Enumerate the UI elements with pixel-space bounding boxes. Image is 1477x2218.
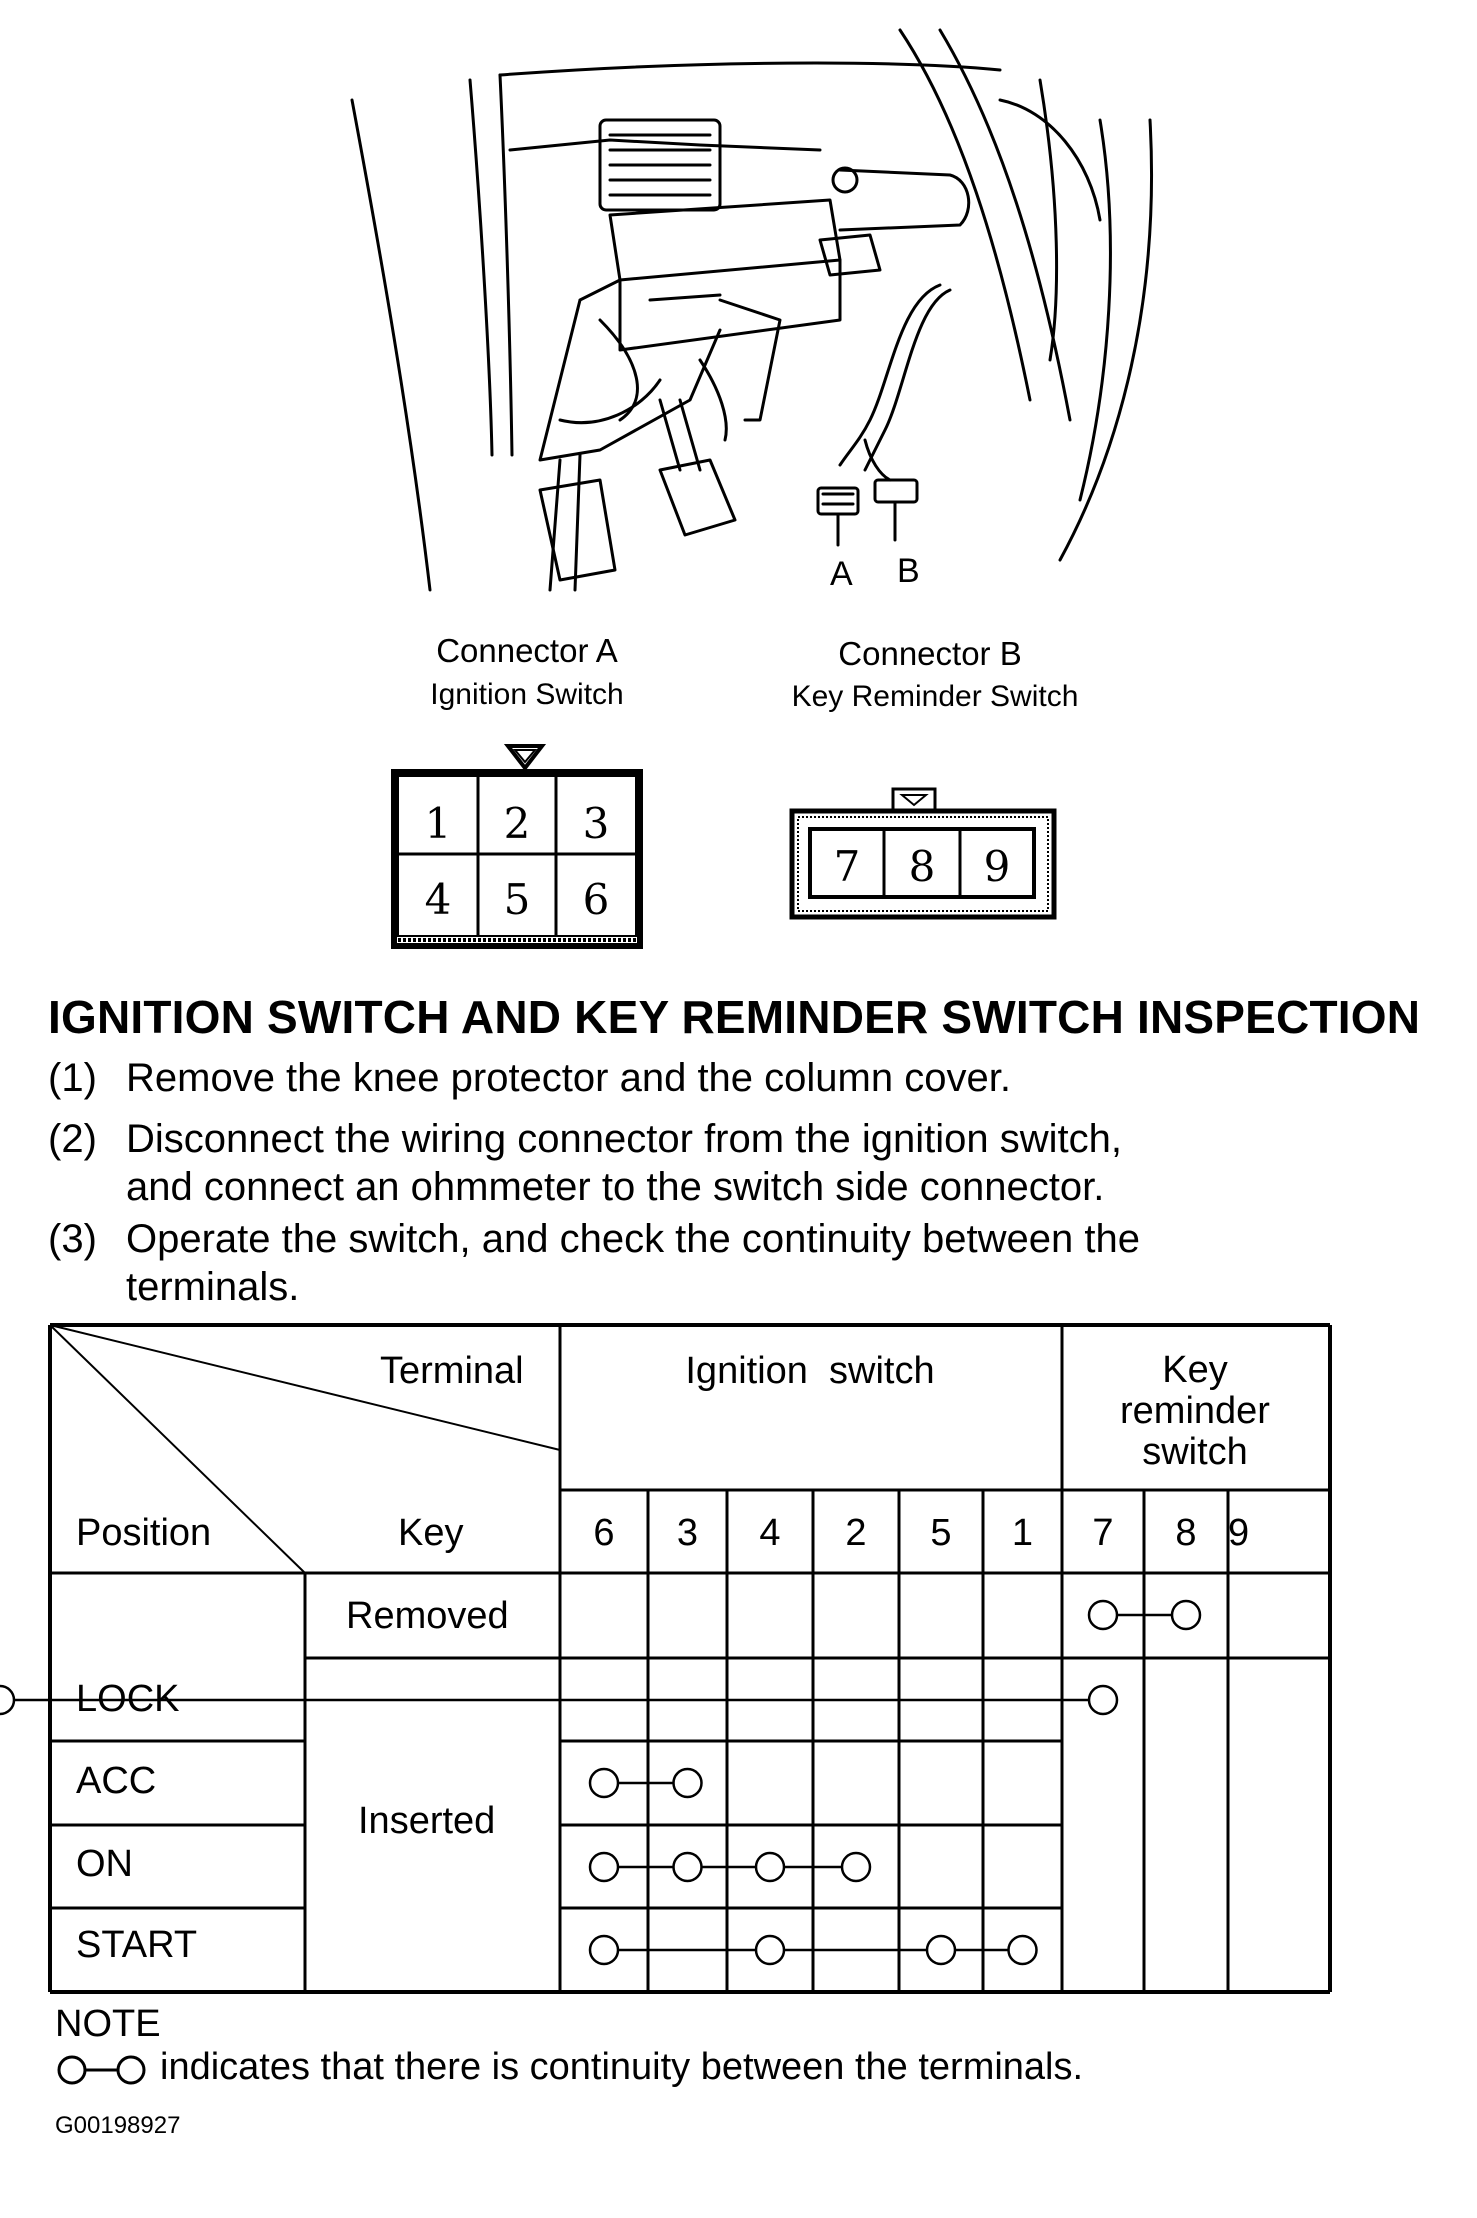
key-inserted-label: Inserted	[358, 1800, 496, 1842]
step-3: (3) Operate the switch, and check the con…	[48, 1215, 1140, 1311]
group-key-reminder-line: Key	[1162, 1349, 1228, 1391]
key-removed-label: Removed	[346, 1595, 509, 1637]
continuity-terminal-marker	[672, 1851, 703, 1883]
position-acc: ACC	[76, 1760, 157, 1802]
terminal-header-8: 8	[1175, 1512, 1197, 1554]
pin-8: 8	[909, 842, 936, 891]
continuity-terminal-marker	[672, 1767, 703, 1799]
group-key-reminder-line: reminder	[1120, 1390, 1270, 1432]
position-on: ON	[76, 1843, 133, 1885]
figure-code: G00198927	[55, 2112, 181, 2139]
continuity-terminal-marker	[925, 1934, 957, 1966]
callout-b: B	[897, 552, 920, 590]
connector-b-subtitle: Key Reminder Switch	[791, 680, 1079, 713]
step-2: (2) Disconnect the wiring connector from …	[48, 1115, 1122, 1211]
continuity-terminal-marker	[1087, 1684, 1119, 1716]
terminal-header-5: 5	[930, 1512, 952, 1554]
terminal-header-9: 9	[1228, 1512, 1250, 1554]
group-key-reminder-switch: Key reminder switch	[1062, 1350, 1328, 1473]
pin-9: 9	[984, 842, 1011, 891]
terminal-header-3: 3	[676, 1512, 699, 1554]
step-text: terminals.	[126, 1265, 300, 1309]
step-text: Operate the switch, and check the contin…	[126, 1217, 1140, 1261]
continuity-terminal-marker	[1170, 1599, 1202, 1631]
pin-6: 6	[583, 875, 610, 924]
continuity-terminal-marker	[754, 1851, 786, 1883]
connector-b-title: Connector B	[838, 635, 1022, 672]
pin-5: 5	[504, 875, 531, 924]
continuity-terminal-marker	[588, 1851, 620, 1883]
connector-b-diagram: 7 8 9	[789, 787, 1057, 920]
corner-position-label: Position	[76, 1512, 212, 1554]
terminal-header-6: 6	[593, 1512, 615, 1554]
pin-7: 7	[834, 842, 861, 891]
callout-a: A	[830, 555, 853, 593]
continuity-terminal-marker	[754, 1934, 786, 1966]
terminal-header-7: 7	[1092, 1512, 1114, 1554]
terminal-header-2: 2	[845, 1512, 867, 1554]
continuity-terminal-marker	[840, 1851, 872, 1883]
step-text: Disconnect the wiring connector from the…	[126, 1117, 1123, 1161]
connector-a-title: Connector A	[436, 632, 618, 669]
pin-3: 3	[583, 799, 610, 848]
corner-key-label: Key	[398, 1512, 464, 1554]
connector-a-subtitle: Ignition Switch	[430, 678, 624, 711]
pin-4: 4	[425, 875, 452, 924]
continuity-terminal-marker	[0, 1684, 16, 1716]
continuity-terminal-marker	[588, 1934, 620, 1966]
continuity-terminal-marker	[1087, 1599, 1119, 1631]
step-text: and connect an ohmmeter to the switch si…	[126, 1165, 1105, 1209]
step-1: (1) Remove the knee protector and the col…	[48, 1054, 1011, 1102]
group-ignition-switch: Ignition switch	[685, 1350, 935, 1392]
position-start: START	[76, 1924, 198, 1966]
continuity-symbol-icon	[57, 2055, 146, 2085]
group-key-reminder-line: switch	[1142, 1431, 1248, 1473]
step-number: (2)	[48, 1117, 97, 1161]
connector-a-diagram: 1 2 3 4 5 6	[391, 744, 643, 949]
terminal-header-4: 4	[759, 1512, 781, 1554]
step-number: (3)	[48, 1217, 97, 1261]
position-lock: LOCK	[76, 1678, 180, 1720]
terminal-header-1: 1	[1011, 1512, 1034, 1554]
continuity-terminal-marker	[588, 1767, 620, 1799]
pin-2: 2	[504, 799, 531, 848]
note-text: indicates that there is continuity betwe…	[160, 2046, 1084, 2088]
step-text: Remove the knee protector and the column…	[126, 1056, 1011, 1100]
section-heading: IGNITION SWITCH AND KEY REMINDER SWITCH …	[48, 991, 1421, 1043]
corner-terminal-label: Terminal	[380, 1350, 524, 1392]
steering-column-illustration: A B	[350, 28, 1154, 593]
pin-1: 1	[425, 799, 452, 848]
step-number: (1)	[48, 1056, 97, 1100]
continuity-terminal-marker	[1007, 1934, 1038, 1966]
note-title: NOTE	[55, 2003, 161, 2045]
